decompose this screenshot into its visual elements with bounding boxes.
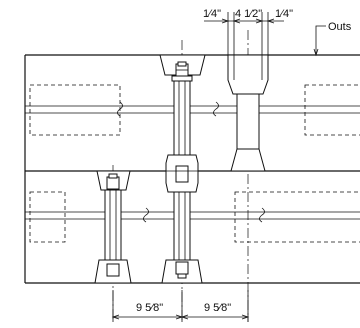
hidden-member-lower-left bbox=[29, 191, 66, 243]
dim-top-mid: 4 1⁄2" bbox=[235, 8, 262, 20]
dim-top-left: 1⁄4" bbox=[203, 8, 221, 20]
bottom-washer-block bbox=[230, 148, 266, 172]
hidden-members bbox=[29, 84, 360, 243]
arrow-icon bbox=[232, 18, 241, 24]
bottom-dimension-group: 9 5⁄8" 9 5⁄8" bbox=[111, 290, 250, 322]
arrow-icon bbox=[221, 18, 230, 24]
bolt-rod bbox=[104, 189, 122, 261]
outside-label: Outs bbox=[328, 21, 352, 33]
hidden-member-upper-right bbox=[304, 84, 360, 136]
dim-bottom-right: 9 5⁄8" bbox=[204, 302, 231, 314]
arrow-icon bbox=[241, 314, 250, 320]
break-mark-icon bbox=[259, 207, 265, 223]
bolt-shank bbox=[236, 93, 260, 150]
dim-bottom-left: 9 5⁄8" bbox=[136, 302, 163, 314]
arrow-icon bbox=[111, 314, 120, 320]
hidden-member-lower-right bbox=[234, 191, 360, 243]
nut-icon bbox=[175, 261, 189, 275]
bolt-assembly-right bbox=[227, 54, 269, 172]
arrow-icon bbox=[255, 18, 264, 24]
outside-leader bbox=[315, 25, 326, 55]
break-mark-icon bbox=[143, 207, 149, 223]
nut-icon bbox=[106, 176, 120, 190]
bolt-assembly-center bbox=[159, 54, 206, 284]
outside-callout: Outs bbox=[313, 21, 352, 57]
hidden-member-upper-left bbox=[29, 84, 121, 136]
dim-top-right: 1⁄4" bbox=[275, 8, 293, 20]
top-washer-block bbox=[227, 54, 269, 95]
nut-icon bbox=[106, 263, 120, 277]
arrow-icon bbox=[266, 18, 275, 24]
top-dimension-group: 1⁄4" 4 1⁄2" 1⁄4" bbox=[203, 8, 293, 55]
bolt-rod-lower bbox=[173, 191, 191, 261]
bolt-rod-upper bbox=[173, 80, 191, 156]
break-mark-icon bbox=[213, 101, 219, 117]
arrow-icon bbox=[180, 314, 189, 320]
bolt-assembly-left bbox=[94, 170, 132, 284]
